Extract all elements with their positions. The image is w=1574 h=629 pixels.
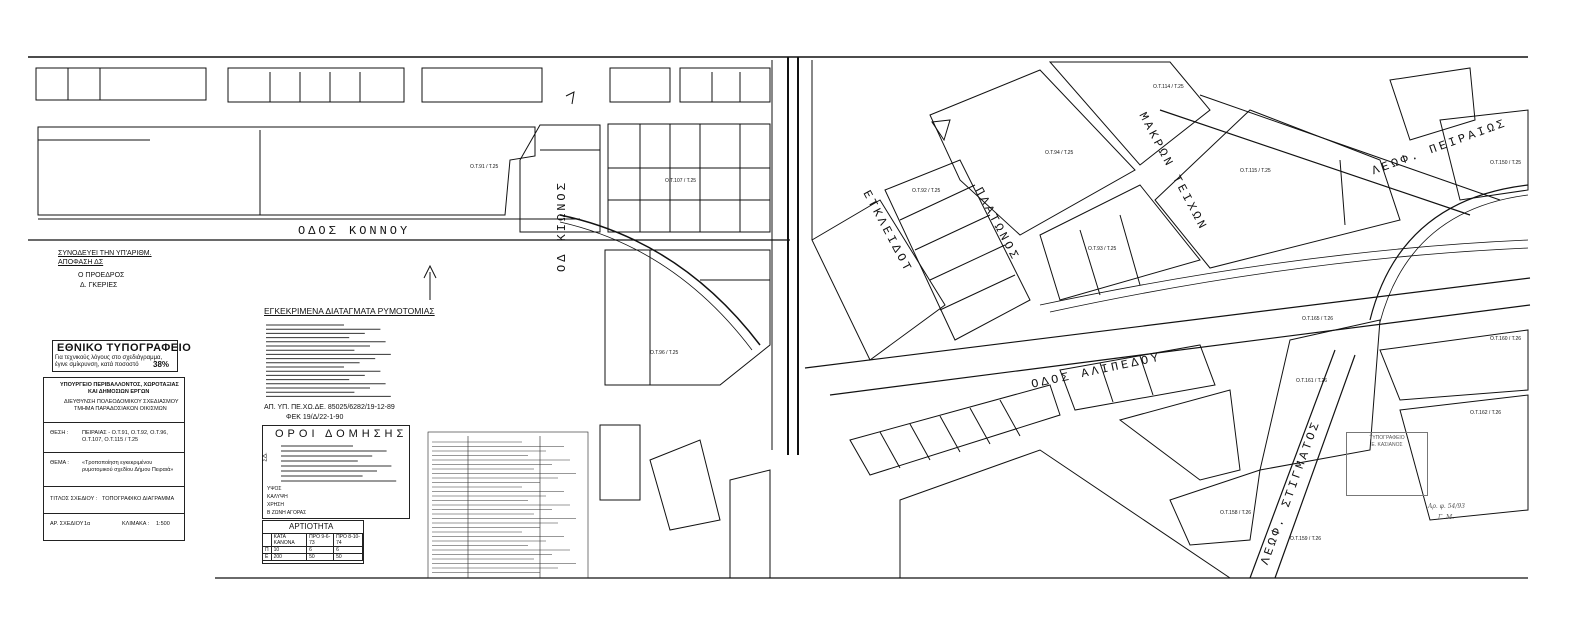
diatagmata-title: ΕΓΚΕΚΡΙΜΕΝΑ ΔΙΑΤΑΓΜΑΤΑ ΡΥΜΟΤΟΜΙΑΣ [264,306,435,316]
block-label: Ο.Τ.115 / Τ.25 [1240,168,1271,174]
stamp-line-1: ΤΥΠΟΓΡΑΦΕΙΟ [1369,435,1405,441]
artiotita-title: ΑΡΤΙΟΤΗΤΑ [289,522,334,531]
divider [44,513,184,514]
typografeio-line-1: Για τεχνικούς λόγους στο σχεδιάγραμμα, [55,355,163,361]
block-label: Ο.Τ.96 / Τ.25 [650,350,679,356]
approval-line-1: ΣΥΝΟΔΕΥΕΙ ΤΗΝ ΥΠ'ΑΡΙΘΜ. [58,250,152,257]
block-label: Ο.Τ.160 / Τ.26 [1490,336,1522,342]
oroi-side-label: ΣΔ. [262,452,269,462]
klimaka-value: 1:500 [156,521,170,527]
handwritten-note-2: Γ. Μ. [1438,514,1455,521]
table-cell: 50 [306,553,335,561]
block-label: Ο.Τ.165 / Τ.26 [1302,316,1334,322]
arithmos-label: ΑΡ. ΣΧΕΔΙΟΥ : [50,521,87,527]
klimaka-label: ΚΛΙΜΑΚΑ : [122,521,150,527]
typografeio-notice: ΕΘΝΙΚΟ ΤΥΠΟΓΡΑΦΕΙΟ Για τεχνικούς λόγους … [52,340,191,372]
oroi-domisis-box: ΟΡΟΙ ΔΟΜΗΣΗΣ ΣΔ. ΥΨΟΣ ΚΑΛΥΨΗ ΧΡΗΣΗ Β ΖΩΝ… [262,425,410,519]
block-label: Ο.Τ.158 / Τ.26 [1220,510,1252,516]
diatagmata-fek: ΦΕΚ 19/Δ/22-1-90 [286,414,344,421]
approval-line-3: Ο ΠΡΟΕΔΡΟΣ [78,272,125,279]
typografeio-percent: 38% [153,360,170,369]
block-label: Ο.Τ.107 / Τ.25 [665,178,697,184]
table-cell: 10 [270,546,308,554]
oroi-synt-label: ΚΑΛΥΨΗ [267,494,288,500]
thema-value: «Τροποποίηση εγκεκριμένου ρυμοτομικού σχ… [82,460,174,473]
table-cell: ΠΡΟ 8-10-74 [333,533,363,547]
block-label: Ο.Τ.159 / Τ.26 [1290,536,1322,542]
dept-line-2: ΤΜΗΜΑ ΠΑΡΑΔΟΣΙΑΚΩΝ ΟΙΚΙΣΜΩΝ [74,406,167,412]
street-kionos: ΟΔ ΚΙΩΝΟΣ [555,180,569,272]
divider [44,422,184,423]
block-label: Ο.Τ.150 / Τ.25 [1490,160,1522,166]
typografeio-title: ΕΘΝΙΚΟ ΤΥΠΟΓΡΑΦΕΙΟ [57,342,192,354]
ministry-line-1: ΥΠΟΥΡΓΕΙΟ ΠΕΡΙΒΑΛΛΟΝΤΟΣ, ΧΩΡΟΤΑΞΙΑΣ [60,382,179,388]
oroi-title: ΟΡΟΙ ΔΟΜΗΣΗΣ [275,428,408,440]
approval-line-4: Δ. ΓΚΕΡΙΕΣ [80,282,118,289]
table-cell [262,533,272,547]
block-label: Ο.Τ.92 / Τ.25 [912,188,941,194]
stamp-line-2: Ε. ΚΑΣΙΑΝΟΣ [1371,442,1403,448]
table-cell: 50 [333,553,363,561]
block-label: Ο.Τ.94 / Τ.25 [1045,150,1074,156]
ministry-line-2: ΚΑΙ ΔΗΜΟΣΙΩΝ ΕΡΓΩΝ [88,389,150,395]
table-cell: 6 [333,546,363,554]
dept-line-1: ΔΙΕΥΘΥΝΣΗ ΠΟΛΕΟΔΟΜΙΚΟΥ ΣΧΕΔΙΑΣΜΟΥ [64,399,179,405]
diatagmata-decision: ΑΠ. ΥΠ. ΠΕ.ΧΩ.ΔΕ. 85025/6282/19-12-89 [264,404,395,411]
typografeio-line-2: έγινε σμίκρυνση, κατά ποσοστό [55,362,139,368]
titlos-value: ΤΟΠΟΓΡΑΦΙΚΟ ΔΙΑΓΡΑΜΜΑ [102,496,175,502]
oroi-zone-label: Β ΖΩΝΗ ΑΓΟΡΑΣ [267,510,307,516]
table-row: Ε 200 50 50 [262,553,363,561]
block-label: Ο.Τ.91 / Τ.25 [470,164,499,170]
thesi-label: ΘΕΣΗ : [50,430,69,436]
thema-label: ΘΕΜΑ : [50,460,69,466]
handwritten-note-1: Αρ. φ. 54/93 [1428,503,1465,510]
thesi-value: ΠΕΙΡΑΙΑΣ - Ο.Τ.91, Ο.Τ.92, Ο.Τ.96, Ο.Τ.1… [82,430,168,443]
titlos-label: ΤΙΤΛΟΣ ΣΧΕΔΙΟΥ : [50,496,98,502]
table-cell: Π [262,546,272,554]
divider [44,486,184,487]
table-cell: 6 [306,546,335,554]
divider [44,452,184,453]
table-row: Π 10 6 6 [262,546,363,554]
approval-line-2: ΑΠΟΦΑΣΗ ΔΣ [58,259,104,266]
table-row: ΚΑΤΑ ΚΑΝΟΝΑ ΠΡΟ 9-6-73 ΠΡΟ 8-10-74 [262,533,363,547]
title-block: ΥΠΟΥΡΓΕΙΟ ΠΕΡΙΒΑΛΛΟΝΤΟΣ, ΧΩΡΟΤΑΞΙΑΣ ΚΑΙ … [43,377,185,541]
table-cell: ΚΑΤΑ ΚΑΝΟΝΑ [270,533,308,547]
artiotita-box: ΑΡΤΙΟΤΗΤΑ ΚΑΤΑ ΚΑΝΟΝΑ ΠΡΟ 9-6-73 ΠΡΟ 8-1… [262,520,364,564]
table-cell: Ε [262,553,272,561]
oroi-ypsos-label: ΥΨΟΣ [267,486,282,492]
oroi-text-lines [281,445,397,482]
artiotita-table: ΚΑΤΑ ΚΑΝΟΝΑ ΠΡΟ 9-6-73 ΠΡΟ 8-10-74 Π 10 … [262,533,363,561]
typografeio-stamp: ΤΥΠΟΓΡΑΦΕΙΟ Ε. ΚΑΣΙΑΝΟΣ [1346,432,1428,496]
oroi-xrisi-label: ΧΡΗΣΗ [267,502,284,508]
table-cell: ΠΡΟ 9-6-73 [306,533,335,547]
street-konnou: ΟΔΟΣ ΚΟΝΝΟΥ [298,224,411,238]
block-label: Ο.Τ.161 / Τ.26 [1296,378,1328,384]
block-label: Ο.Τ.162 / Τ.26 [1470,410,1502,416]
block-label: Ο.Τ.114 / Τ.25 [1153,84,1184,90]
table-cell: 200 [270,553,308,561]
arithmos-value: 1α [84,521,91,527]
block-label: Ο.Τ.93 / Τ.25 [1088,246,1117,252]
diatagmata-list [266,324,391,397]
